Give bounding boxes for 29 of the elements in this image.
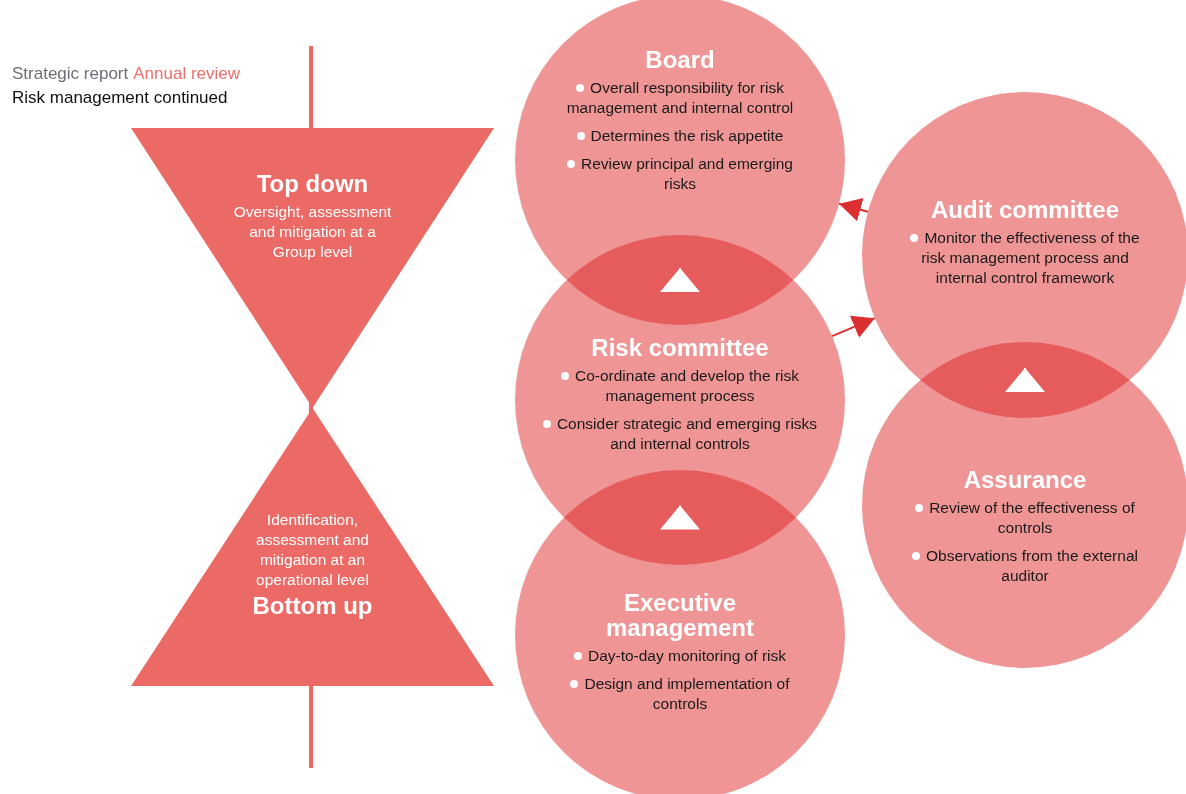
arrow [1005,367,1045,392]
triangle-shape [131,408,494,686]
arrow [838,198,869,222]
bullet-item: Overall responsibility for risk management and internal control [550,78,810,118]
circle-title: Executive management [604,590,755,640]
circle-title: Board [644,47,716,72]
arrow [660,267,700,292]
arrow [660,504,700,530]
triangle-title: Top down [256,170,369,198]
bullet-item: Monitor the effectiveness of the risk management process and internal control framework [905,228,1145,288]
bullet-item: Observations from the external auditor [895,546,1155,586]
bullet-item: Design and implementation of controls [550,674,810,714]
bullet-item: Consider strategic and emerging risks and internal controls [540,414,820,454]
bullet-item: Review principal and emerging risks [550,154,810,194]
bullet-item: Co-ordinate and develop the risk management process [540,366,820,406]
circle-title: Risk committee [590,335,770,360]
triangle-description: Identification, assessment and mitigation at an operational level [255,510,370,590]
circle-title: Assurance [962,467,1088,492]
section-title: Risk management continued [12,88,228,108]
triangle-shape [131,128,494,408]
triangle-title: Bottom up [252,592,373,620]
header-text: Strategic report [12,64,129,83]
circle-title: Audit committee [930,197,1120,222]
bullet-item: Review of the effectiveness of controls [895,498,1155,538]
bullet-item: Determines the risk appetite [576,126,784,146]
arrow [831,315,876,338]
triangle-description: Oversight, assessment and mitigation at a Group level [232,202,393,262]
bullet-item: Day-to-day monitoring of risk [573,646,787,666]
header-text: Annual review [133,64,240,83]
